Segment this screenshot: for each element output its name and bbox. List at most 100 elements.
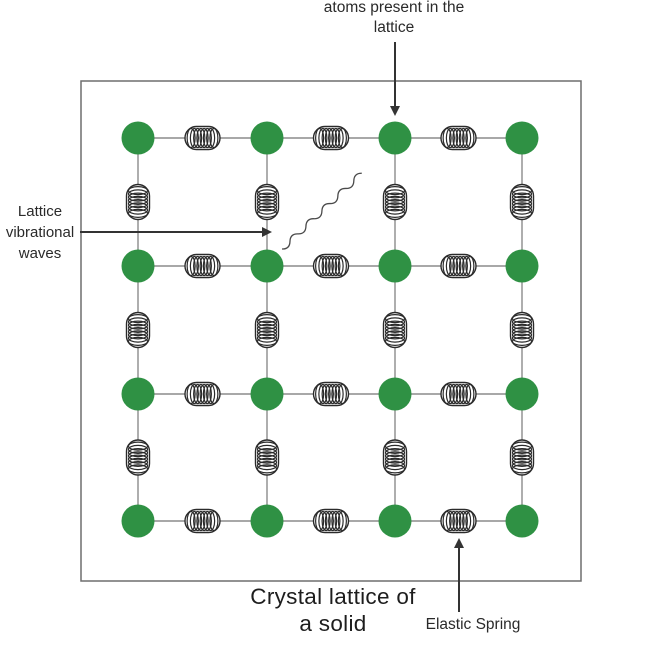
- spring-coil-loop: [331, 510, 341, 532]
- label-line: vibrational: [5, 224, 75, 241]
- spring-coil-loop: [193, 383, 203, 405]
- spring-coil-loop: [442, 383, 452, 405]
- spring-coil-loop: [127, 189, 149, 199]
- spring-coil-loop: [127, 454, 149, 464]
- spring-coil-loop: [384, 461, 406, 471]
- spring-coil-loop: [127, 448, 149, 458]
- spring-coil-loop: [199, 255, 209, 277]
- spring-horizontal: [184, 381, 221, 407]
- spring-coil-loop: [384, 314, 406, 324]
- spring-horizontal: [440, 508, 477, 534]
- spring-coil-loop: [315, 383, 325, 405]
- spring-coil-loop: [256, 448, 278, 458]
- atom: [505, 504, 539, 538]
- spring-coil-loop: [256, 205, 278, 215]
- spring-coil-loop: [452, 510, 462, 532]
- spring-coil-loop: [127, 457, 149, 467]
- spring-coil-loop: [384, 186, 406, 196]
- spring-coil-loop: [511, 327, 533, 337]
- spring-coil-loop: [318, 510, 328, 532]
- spring-coil-loop: [321, 510, 331, 532]
- spring-coil-loop: [186, 255, 196, 277]
- label-line: a solid: [299, 611, 367, 636]
- spring-coil-loop: [465, 383, 475, 405]
- spring-coil-loop: [442, 255, 452, 277]
- spring-coil-loop: [127, 192, 149, 202]
- spring-coil-loop: [206, 127, 216, 149]
- spring-coil-loop: [256, 317, 278, 327]
- spring-coil-loop: [384, 189, 406, 199]
- spring-horizontal: [312, 508, 350, 534]
- spring-coil-loop: [324, 510, 334, 532]
- spring-coil-loop: [384, 333, 406, 343]
- spring-coil-loop: [189, 255, 199, 277]
- spring-coil-loop: [256, 195, 278, 205]
- atom: [250, 249, 284, 283]
- spring-coil-loop: [196, 127, 206, 149]
- spring-horizontal: [184, 508, 221, 534]
- spring-coil-loop: [462, 127, 472, 149]
- spring-coil-loop: [127, 186, 149, 196]
- spring-coil-loop: [321, 127, 331, 149]
- spring-coil-loop: [455, 255, 465, 277]
- spring-vertical: [125, 439, 151, 476]
- spring-coil-loop: [199, 510, 209, 532]
- spring-vertical: [382, 439, 408, 476]
- spring-coil-loop: [384, 323, 406, 333]
- spring-coil-loop: [193, 510, 203, 532]
- spring-coil-loop: [127, 323, 149, 333]
- spring-coil-loop: [202, 383, 212, 405]
- spring-coil-loop: [209, 510, 219, 532]
- spring-coil-loop: [127, 195, 149, 205]
- spring-coil-loop: [452, 255, 462, 277]
- spring-coil-loop: [127, 327, 149, 337]
- spring-horizontal: [312, 381, 350, 407]
- spring-coil-loop: [458, 510, 468, 532]
- spring-coil-loop: [196, 255, 206, 277]
- label-line: Lattice: [17, 203, 63, 220]
- spring-coil-loop: [189, 127, 199, 149]
- atom: [505, 121, 539, 155]
- spring-coil-loop: [511, 444, 533, 454]
- spring-coil-loop: [511, 330, 533, 340]
- spring-coil-loop: [384, 199, 406, 209]
- spring-coil-loop: [315, 255, 325, 277]
- spring-coil-loop: [127, 317, 149, 327]
- spring-coil-loop: [321, 383, 331, 405]
- spring-coil-loop: [511, 192, 533, 202]
- spring-coil-loop: [193, 127, 203, 149]
- spring-coil-loop: [334, 255, 344, 277]
- spring-coil-loop: [511, 451, 533, 461]
- spring-horizontal: [440, 253, 477, 279]
- spring-coil-loop: [449, 383, 459, 405]
- spring-coil-loop: [209, 383, 219, 405]
- spring-coil-loop: [315, 127, 325, 149]
- spring-coil-loop: [256, 320, 278, 330]
- spring-coil-loop: [186, 383, 196, 405]
- atom: [378, 377, 412, 411]
- spring-vertical: [254, 311, 280, 349]
- spring-coil-loop: [458, 255, 468, 277]
- spring-coil-loop: [256, 330, 278, 340]
- spring-coil-loop: [127, 314, 149, 324]
- spring-horizontal: [440, 125, 477, 151]
- spring-coil-loop: [256, 327, 278, 337]
- spring-coil-loop: [196, 383, 206, 405]
- spring-vertical: [382, 183, 408, 221]
- spring-coil-loop: [511, 333, 533, 343]
- spring-coil-loop: [511, 186, 533, 196]
- spring-coil-loop: [127, 333, 149, 343]
- spring-coil-loop: [511, 314, 533, 324]
- spring-coil-loop: [328, 383, 338, 405]
- spring-coil-loop: [256, 202, 278, 212]
- spring-coil-loop: [384, 208, 406, 218]
- spring-horizontal: [184, 125, 221, 151]
- spring-coil-loop: [511, 199, 533, 209]
- spring-coil-loop: [511, 441, 533, 451]
- spring-coil-loop: [384, 457, 406, 467]
- spring-coil-loop: [209, 127, 219, 149]
- spring-coil-loop: [511, 317, 533, 327]
- spring-coil-loop: [462, 383, 472, 405]
- spring-coil-loop: [256, 457, 278, 467]
